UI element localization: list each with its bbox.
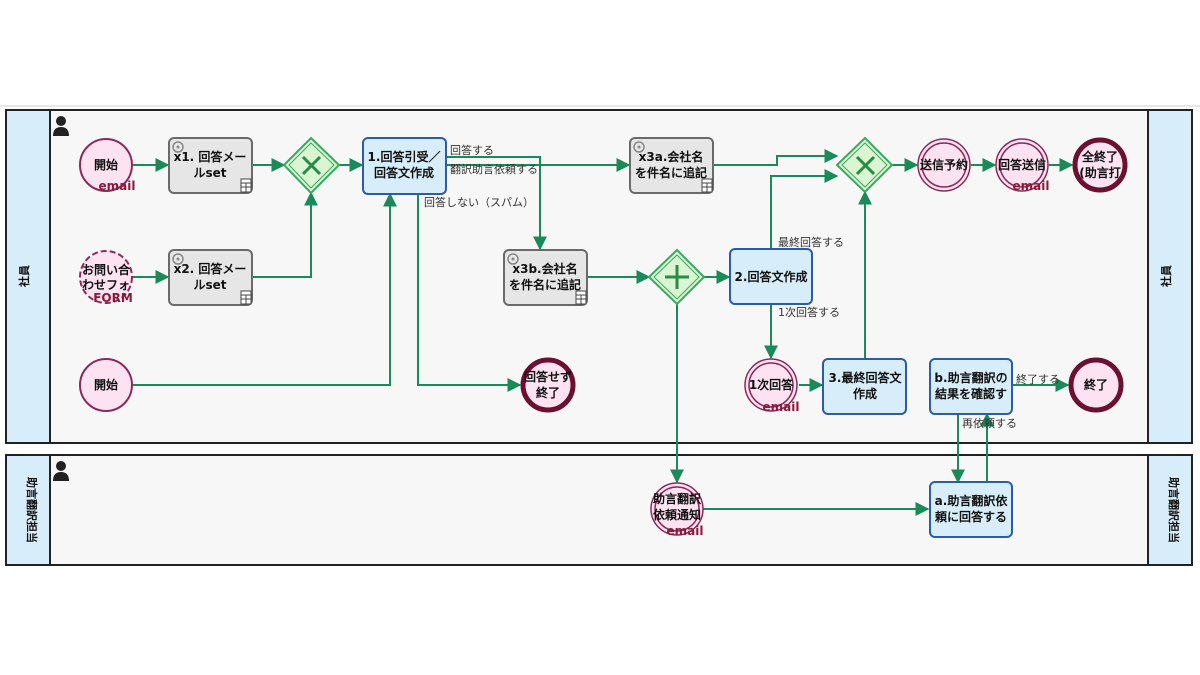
event-label: 開始 [94,377,118,392]
gear-icon [172,253,184,265]
task-label: 頼に回答する [934,509,1007,524]
lane-advisor-header-right [1147,454,1193,566]
end-event-all[interactable]: 全終了 (助言打 [1072,137,1128,193]
task-x1[interactable]: x1. 回答メー ルset [168,137,253,194]
flow-label-re-request: 再依頼する [962,417,1017,430]
event-label: 送信予約 [919,157,968,172]
task-label: 作成 [853,386,877,401]
gateway-exclusive-2[interactable] [835,136,894,194]
task-label: b.助言翻訳の [934,370,1007,385]
flow-t2-gw3[interactable] [770,169,839,249]
lane-advisor-header-left [5,454,51,566]
flow-label-final-reply: 最終回答する [778,235,844,249]
person-icon [53,461,69,481]
gateway-exclusive-1[interactable] [282,136,341,195]
flow-label-no-reply: 回答しない（スパム） [424,195,534,209]
flow-start3-t1[interactable] [133,192,397,386]
flow-labels: 回答する 翻訳助言依頼する 回答しない（スパム） 最終回答する 1次回答する 終… [424,143,1060,430]
calculator-icon [701,178,713,193]
event-label: わせフォ [82,278,130,292]
flow-label-first-reply: 1次回答する [778,305,840,319]
task-label: x1. 回答メー [174,149,247,164]
end-event-no-reply[interactable]: 回答せず 終了 [520,357,576,413]
end-event[interactable]: 終了 [1068,357,1124,413]
task-label: 結果を確認す [935,386,1007,401]
flow-label-finish: 終了する [1016,372,1060,386]
task-label: x3b.会社名 [512,261,577,276]
task-label: x3a.会社名 [639,149,704,164]
intermediate-event-first-reply[interactable]: 1次回答 email [744,358,800,414]
person-icon [53,116,69,136]
calculator-icon [240,290,252,305]
gateway-parallel[interactable] [647,248,706,306]
event-sub-label: FORM [93,291,133,305]
task-label: ルset [193,166,226,180]
event-label: お問い合 [82,262,131,277]
event-label: 1次回答 [749,377,794,392]
task-label: を件名に追記 [635,165,707,180]
event-sub-label: email [667,524,704,538]
calculator-icon [240,178,252,193]
event-label: (助言打 [1079,165,1121,180]
event-label: 助言翻訳 [653,491,702,506]
event-sub-label: email [99,179,136,193]
event-sub-label: email [763,400,800,414]
lane-advisor-title-left: 助言翻訳担当 [25,477,39,543]
intermediate-event-send-reply[interactable]: 回答送信 email [995,138,1050,193]
event-label: 回答せず [524,369,572,384]
task-label: a.助言翻訳依 [935,493,1009,508]
event-label: 終了 [536,385,560,400]
task-3-final-reply[interactable]: 3.最終回答文 作成 [822,358,907,415]
intermediate-event-notify[interactable]: 助言翻訳 依頼通知 email [650,482,704,538]
task-1-accept-reply[interactable]: 1.回答引受／ 回答文作成 [362,137,447,195]
task-x2[interactable]: x2. 回答メー ルset [168,249,253,306]
gear-icon [507,253,519,265]
task-label: 回答文作成 [374,165,434,180]
flow-t1-x3b[interactable] [446,156,547,251]
lane-staff-title-left: 社員 [17,265,31,288]
lane-staff-header-left [5,109,51,444]
event-label: 全終了 [1081,149,1118,164]
flow-x2-gw1[interactable] [252,191,318,278]
task-label: を件名に追記 [509,277,581,292]
task-label: 2.回答文作成 [735,269,808,284]
calculator-icon [575,290,587,305]
task-x3a[interactable]: x3a.会社名 を件名に追記 [629,137,714,194]
flow-label-reply: 回答する [450,143,494,157]
flow-x3a-gw3[interactable] [713,149,839,166]
gear-icon [633,141,645,153]
event-sub-label: email [1013,179,1050,193]
start-event-form[interactable]: お問い合 わせフォ FORM [79,250,133,305]
sequence-flows [133,149,1074,516]
event-label: 終了 [1084,377,1108,392]
event-label: 回答送信 [998,157,1046,172]
gear-icon [172,141,184,153]
lane-staff-title-right: 社員 [1159,265,1173,288]
task-a-answer-translation[interactable]: a.助言翻訳依 頼に回答する [929,481,1013,538]
event-label: 開始 [94,157,118,172]
flow-t1-end-no-reply[interactable] [417,194,522,392]
lane-advisor-title-right: 助言翻訳担当 [1167,477,1181,543]
start-event-plain[interactable]: 開始 [79,358,133,412]
lane-advisor: 助言翻訳担当 助言翻訳担当 [5,454,1193,566]
lane-staff-header-right [1147,109,1193,444]
start-event-email[interactable]: 開始 email [79,138,136,193]
task-label: ルset [193,278,226,292]
task-label: 1.回答引受／ [368,149,441,164]
task-b-check-translation[interactable]: b.助言翻訳の 結果を確認す [929,358,1013,415]
task-label: x2. 回答メー [174,261,247,276]
flow-label-translation-request: 翻訳助言依頼する [450,162,538,176]
task-x3b[interactable]: x3b.会社名 を件名に追記 [503,249,588,306]
task-2-write-reply[interactable]: 2.回答文作成 [729,248,813,305]
event-label: 依頼通知 [653,507,701,522]
intermediate-event-send-schedule[interactable]: 送信予約 [917,138,971,192]
task-label: 3.最終回答文 [829,370,903,385]
